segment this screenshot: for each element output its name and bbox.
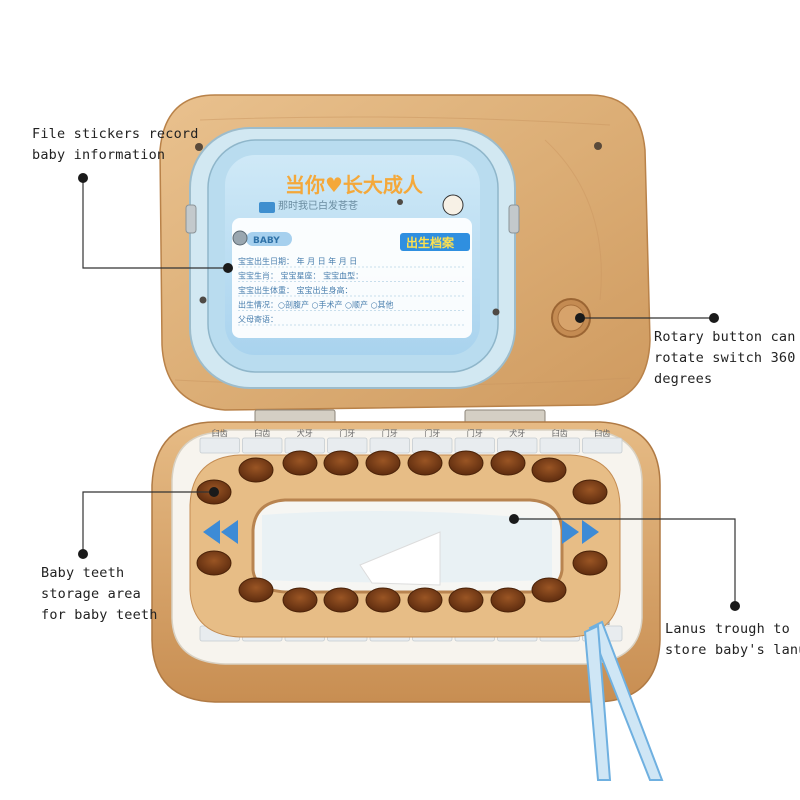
callout-baby-teeth: Baby teeth storage area for baby teeth [41, 563, 158, 626]
tweezer [583, 620, 664, 781]
baby-info-sticker: 当你♥长大成人 那时我已白发苍苍 BABY 出生档案 宝宝出生日期： 年 月 日… [225, 155, 480, 355]
top-label-label-7: 门牙 [467, 428, 483, 438]
callout-teeth-line3: for baby teeth [41, 607, 158, 623]
tooth-hole-19[interactable] [490, 587, 526, 613]
tooth-hole-8[interactable] [531, 457, 567, 483]
callout-line-file [82, 178, 228, 269]
forward-arrow-icon [562, 520, 579, 544]
frame-bracket-right [508, 204, 520, 234]
sticker-row-1: 宝宝出生日期： 年 月 日 年 月 日 [238, 256, 357, 266]
top-label-cell-6 [412, 437, 453, 454]
top-label-cell-2 [242, 437, 283, 454]
callout-lanugo-trough: Lanus trough to store baby's lanugo [665, 619, 800, 661]
callout-teeth-line2: storage area [41, 586, 141, 602]
callout-file-line1: File stickers record [32, 126, 199, 142]
callout-lines [82, 178, 736, 606]
tooth-hole-20[interactable] [531, 577, 567, 603]
sticker-badge-label: 出生档案 [406, 235, 455, 250]
tooth-hole-3[interactable] [323, 450, 359, 476]
tooth-hole-12[interactable] [572, 550, 608, 576]
tooth-hole-4[interactable] [365, 450, 401, 476]
top-label-label-8: 犬牙 [509, 428, 525, 438]
callout-rotary-button: Rotary button can rotate switch 360 degr… [654, 327, 796, 390]
callout-dot-file-start [78, 173, 88, 183]
callout-file-stickers: File stickers record baby information [32, 124, 199, 166]
callout-dot-lanugo-start [509, 514, 519, 524]
sticker-badge [400, 233, 470, 251]
callout-rotary-line2: rotate switch 360 [654, 350, 796, 366]
top-label-label-4: 门牙 [339, 428, 355, 438]
top-label-label-10: 臼齿 [594, 428, 610, 438]
callout-dots [78, 173, 740, 611]
top-label-cell-9 [539, 437, 580, 454]
screw-top-right [594, 142, 602, 150]
tooth-hole-1[interactable] [238, 457, 274, 483]
top-label-cell-3 [284, 437, 325, 454]
top-label-label-5: 门牙 [382, 428, 398, 438]
tooth-label-strip-top: 臼齿 臼齿 犬牙 门牙 门牙 门牙 门牙 犬牙 臼齿 臼齿 [199, 428, 623, 454]
sticker-row-5: 父母寄语： [238, 314, 278, 324]
tooth-hole-17[interactable] [407, 587, 443, 613]
top-label-label-2: 臼齿 [254, 428, 270, 438]
tooth-hole-18[interactable] [448, 587, 484, 613]
tooth-hole-11[interactable] [196, 550, 232, 576]
box-lid: 当你♥长大成人 那时我已白发苍苍 BABY 出生档案 宝宝出生日期： 年 月 日… [159, 94, 651, 411]
kids-illustration [442, 194, 464, 216]
sticker-row-4: 出生情况：○剖腹产 ○手术产 ○顺产 ○其他 [238, 300, 394, 310]
callout-dot-rotary-end [709, 313, 719, 323]
tooth-hole-16[interactable] [365, 587, 401, 613]
tooth-hole-2[interactable] [282, 450, 318, 476]
callout-line-lanugo [514, 518, 736, 606]
top-label-cell-7 [454, 437, 495, 454]
top-label-cell-10 [582, 437, 623, 454]
top-label-cell-5 [369, 437, 410, 454]
callout-rotary-line1: Rotary button can [654, 329, 796, 345]
callout-dot-teeth-start [209, 487, 219, 497]
callout-rotary-line3: degrees [654, 371, 713, 387]
callout-line-teeth [82, 491, 214, 554]
tv-icon [259, 202, 275, 213]
screw-top-left [195, 143, 203, 151]
tooth-hole-5[interactable] [407, 450, 443, 476]
sticker-tag-label: BABY [253, 236, 280, 246]
tooth-hole-13[interactable] [238, 577, 274, 603]
callout-teeth-line1: Baby teeth [41, 565, 125, 581]
rewind-arrow-icon [203, 520, 220, 544]
sticker-row-2: 宝宝生肖： 宝宝星座： 宝宝血型： [238, 271, 363, 281]
callout-dot-lanugo-end [730, 601, 740, 611]
callout-lanugo-line1: Lanus trough to [665, 621, 790, 637]
callout-dot-rotary-start [575, 313, 585, 323]
callout-dot-file-end [223, 263, 233, 273]
top-label-cell-8 [497, 437, 538, 454]
callout-file-line2: baby information [32, 147, 166, 163]
callout-lanugo-line2: store baby's lanugo [665, 642, 800, 658]
tooth-hole-6[interactable] [448, 450, 484, 476]
sticker-row-3: 宝宝出生体重： 宝宝出生身高： [238, 285, 353, 295]
top-label-label-6: 门牙 [424, 428, 440, 438]
tooth-hole-10[interactable] [572, 479, 608, 505]
speaker-icon [232, 230, 248, 246]
frame-bracket-left [185, 204, 197, 234]
frame-screw-3 [397, 199, 403, 205]
tooth-hole-15[interactable] [323, 587, 359, 613]
tooth-hole-7[interactable] [490, 450, 526, 476]
sticker-tag [246, 232, 292, 246]
frame-screw-2 [492, 308, 500, 316]
box-base: 臼齿 臼齿 犬牙 门牙 门牙 门牙 门牙 犬牙 臼齿 臼齿 臼齿 臼齿 犬牙 门牙 门牙 门牙 门牙 犬牙 臼齿 臼… [151, 421, 661, 703]
sticker-subtitle: 那时我已白发苍苍 [278, 199, 358, 212]
top-label-label-1: 臼齿 [212, 428, 228, 438]
sticker-title: 当你♥长大成人 [285, 173, 424, 197]
top-label-cell-1 [199, 437, 240, 454]
tooth-hole-14[interactable] [282, 587, 318, 613]
triangle-divider [359, 531, 441, 586]
top-label-label-9: 臼齿 [552, 428, 568, 438]
top-label-cell-4 [327, 437, 368, 454]
top-label-label-3: 犬牙 [297, 428, 313, 438]
frame-screw-1 [199, 296, 207, 304]
callout-dot-teeth-end [78, 549, 88, 559]
